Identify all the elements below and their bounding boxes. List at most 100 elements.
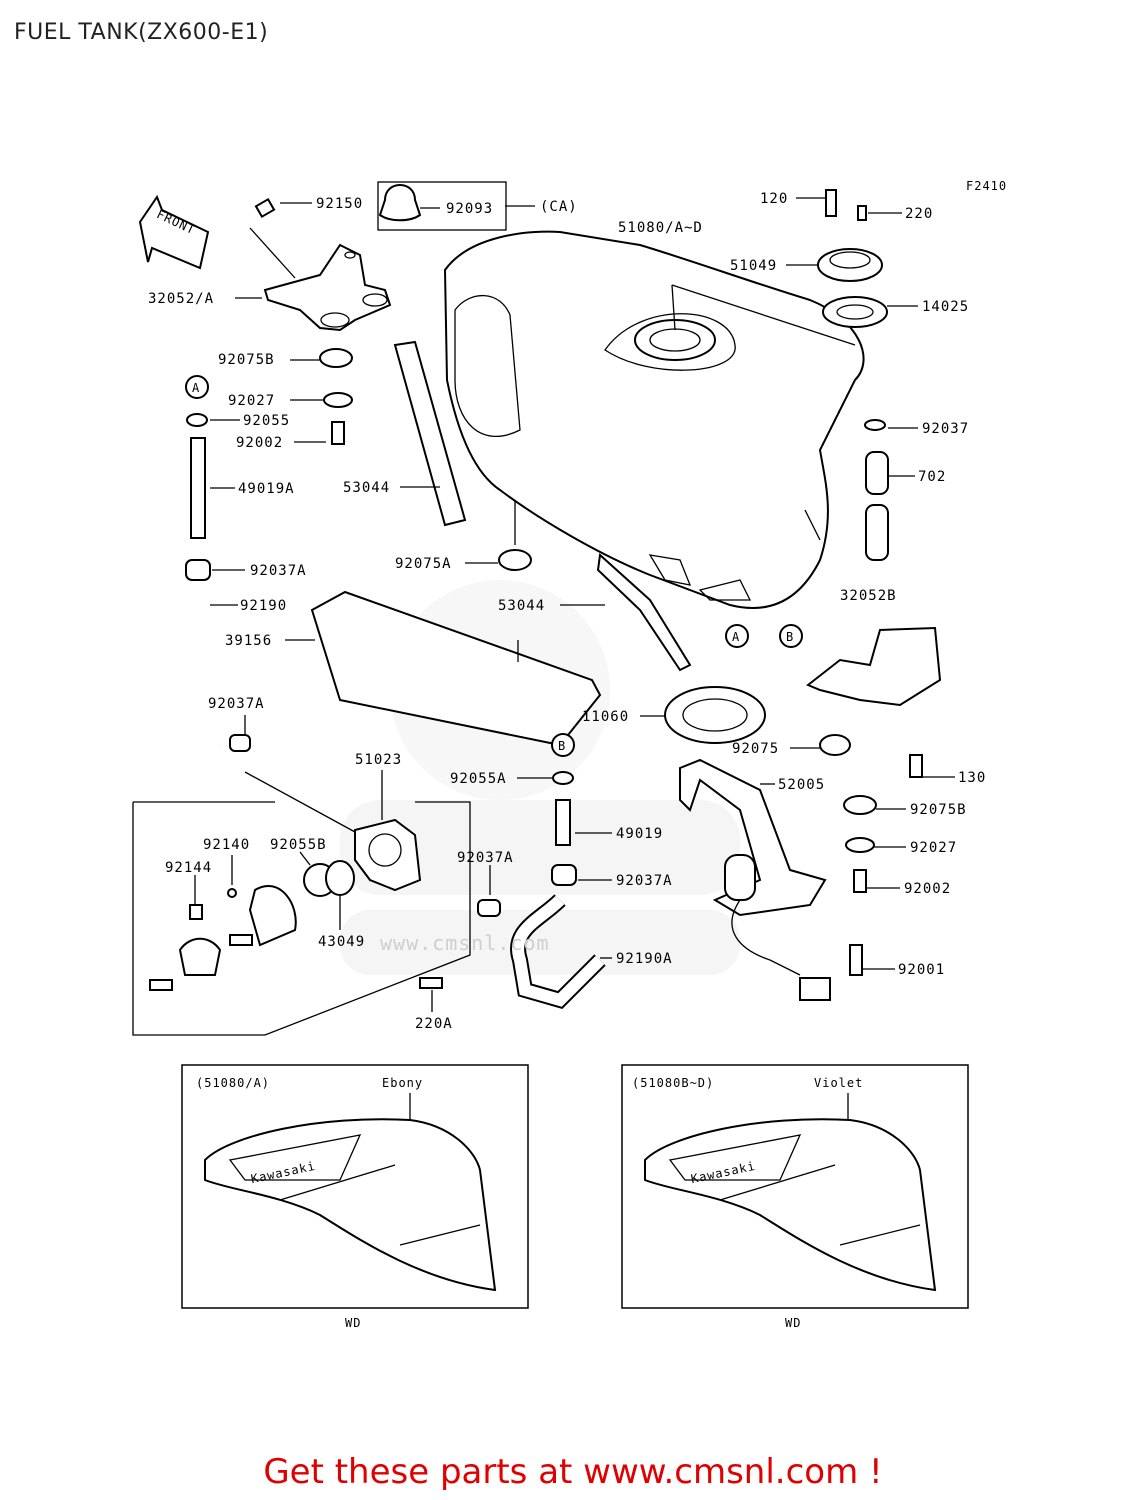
grommet-92075b-right[interactable] (843, 795, 877, 815)
callout-92140: 92140 (203, 837, 250, 853)
callout-11060: 11060 (582, 709, 629, 725)
bolt-130[interactable] (909, 754, 923, 778)
bracket-32052a-part[interactable] (263, 243, 392, 332)
callout-49019: 49019 (616, 826, 663, 842)
callout-49019a: 49019A (238, 481, 295, 497)
marker-a-tank: A (725, 624, 749, 648)
fuel-cap-part[interactable] (817, 189, 888, 328)
seal-53044-left[interactable] (393, 340, 467, 527)
callout-130: 130 (958, 770, 986, 786)
ball-92140[interactable] (227, 888, 237, 898)
callout-92150: 92150 (316, 196, 363, 212)
oring-92055a[interactable] (552, 771, 574, 785)
callout-92037a-left: 92037A (250, 563, 307, 579)
spring-92144[interactable] (189, 904, 203, 920)
collar-92027-left[interactable] (323, 392, 353, 408)
callout-92190: 92190 (240, 598, 287, 614)
hose-92190[interactable] (144, 594, 222, 768)
callout-92001: 92001 (898, 962, 945, 978)
plate-part[interactable] (248, 885, 297, 947)
seal-53044-right[interactable] (596, 552, 692, 672)
marker-b-middle: B (551, 733, 575, 757)
callout-92144: 92144 (165, 860, 212, 876)
callout-53044-right: 53044 (498, 598, 545, 614)
screw-part-2[interactable] (229, 934, 253, 946)
callout-92075b-left: 92075B (218, 352, 275, 368)
callout-51080: 51080/A~D (618, 220, 703, 236)
svg-text:A: A (732, 630, 740, 644)
grommet-92075b-left[interactable] (319, 348, 353, 368)
bracket-32052b[interactable] (806, 626, 942, 707)
callout-51023: 51023 (355, 752, 402, 768)
callout-220: 220 (905, 206, 933, 222)
inset-left-market: WD (345, 1316, 361, 1330)
callout-14025: 14025 (922, 299, 969, 315)
callout-92055: 92055 (243, 413, 290, 429)
breather-hose-part[interactable] (864, 419, 889, 561)
callout-92075b-right: 92075B (910, 802, 967, 818)
callout-702: 702 (918, 469, 946, 485)
callout-43049: 43049 (318, 934, 365, 950)
watermark-text: www.cmsnl.com (380, 931, 550, 955)
inset-right-color: Violet (814, 1076, 863, 1090)
grommet-92075a[interactable] (498, 549, 532, 571)
cap-92093-part[interactable] (378, 184, 422, 222)
leader-lines (194, 197, 955, 1012)
bolt-92002-right[interactable] (853, 869, 867, 893)
gasket-43049[interactable] (325, 860, 355, 896)
clamp-92037a-middle[interactable] (551, 864, 577, 886)
clamp-92037a-lower[interactable] (229, 734, 251, 752)
figure-code: F2410 (966, 179, 1007, 193)
callout-120: 120 (760, 191, 788, 207)
collar-92027-right[interactable] (845, 837, 875, 853)
svg-text:B: B (558, 739, 566, 753)
inset-left-code: (51080/A) (196, 1076, 270, 1090)
front-arrow-icon: FRONT (138, 194, 210, 270)
page-title: FUEL TANK(ZX600-E1) (14, 20, 269, 45)
promo-footer-link[interactable]: Get these parts at www.cmsnl.com ! (263, 1452, 883, 1492)
callout-92027-right: 92027 (910, 840, 957, 856)
lever-part[interactable] (178, 937, 222, 976)
inset-violet: (51080B~D) Violet Kawasaki WD (621, 1064, 969, 1330)
clamp-92037a-right[interactable] (477, 899, 501, 917)
callout-92027-left: 92027 (228, 393, 275, 409)
callout-51049: 51049 (730, 258, 777, 274)
inset-right-code: (51080B~D) (632, 1076, 714, 1090)
pipe-49019a[interactable] (190, 437, 206, 539)
oring-92055[interactable] (186, 413, 208, 427)
fuel-tank-part[interactable] (443, 230, 865, 609)
callout-220a: 220A (415, 1016, 453, 1032)
callout-92093: 92093 (446, 201, 493, 217)
callout-92037a-middle: 92037A (616, 873, 673, 889)
callout-ca: (CA) (540, 199, 578, 215)
screw-part[interactable] (149, 979, 173, 991)
grommet-92075-right[interactable] (819, 734, 851, 756)
fuel-cock-51023-part[interactable] (354, 818, 422, 892)
callout-39156: 39156 (225, 633, 272, 649)
callout-92055a: 92055A (450, 771, 507, 787)
callout-92002-left: 92002 (236, 435, 283, 451)
callout-32052b: 32052B (840, 588, 897, 604)
callout-92037a-lower: 92037A (208, 696, 265, 712)
callout-52005: 52005 (778, 777, 825, 793)
svg-text:A: A (192, 381, 200, 395)
pipe-49019[interactable] (555, 799, 571, 846)
marker-b-tank: B (779, 624, 803, 648)
inset-ebony: (51080/A) Ebony Kawasaki WD (181, 1064, 529, 1330)
clamp-92037a-left[interactable] (185, 559, 211, 581)
screw-220a[interactable] (419, 977, 443, 989)
callout-53044-left: 53044 (343, 480, 390, 496)
callout-32052a: 32052/A (148, 291, 214, 307)
inset-right-market: WD (785, 1316, 801, 1330)
fuel-pump-52005-part[interactable] (679, 758, 831, 1001)
callout-92055b: 92055B (270, 837, 327, 853)
bolt-92002-left[interactable] (331, 421, 345, 445)
hose-92190a[interactable] (512, 895, 605, 1007)
pad-39156[interactable] (310, 590, 602, 747)
callout-92002-right: 92002 (904, 881, 951, 897)
fuel-tank-exploded-diagram: F2410 FRONT (132, 179, 1007, 1330)
callout-92075a: 92075A (395, 556, 452, 572)
svg-text:B: B (786, 630, 794, 644)
bolt-92001[interactable] (849, 944, 863, 976)
gasket-11060-part[interactable] (664, 686, 766, 744)
